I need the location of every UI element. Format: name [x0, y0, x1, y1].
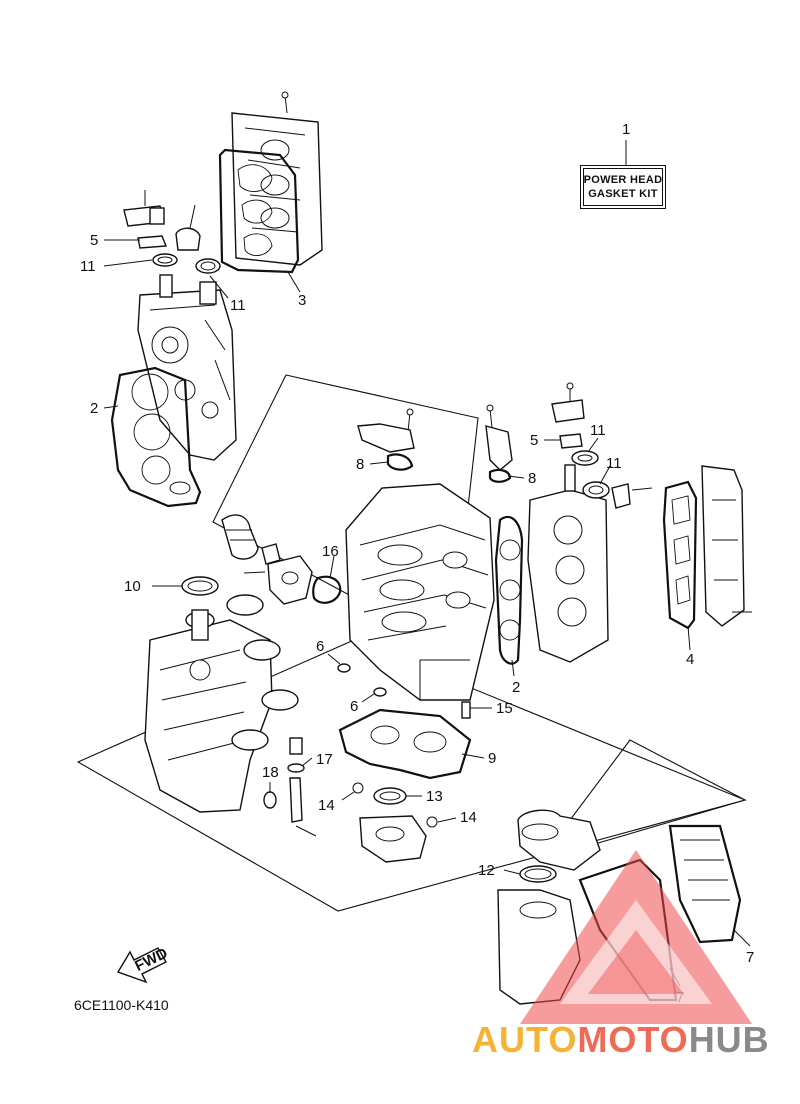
power-head-gasket-kit-label: POWER HEAD GASKET KIT	[580, 165, 666, 209]
fwd-arrow-icon: FWD	[116, 945, 171, 984]
callout-15: 15	[496, 700, 513, 717]
kit-label-line2: GASKET KIT	[588, 188, 658, 200]
watermark-moto: MOTO	[577, 1019, 689, 1060]
diagram-code: 6CE1100-K410	[74, 997, 169, 1013]
callout-11-top-right: 11	[230, 297, 246, 314]
cylinder-head-assembly-top	[218, 91, 323, 274]
oil-pipe-parts	[263, 737, 317, 837]
callout-5-left: 5	[90, 232, 98, 249]
cylinder-head-right	[527, 382, 653, 663]
callout-5-right: 5	[530, 432, 538, 449]
callout-17: 17	[316, 751, 333, 768]
head-cover-right	[701, 465, 752, 627]
callout-8-left: 8	[356, 456, 364, 473]
callout-6-upper: 6	[316, 638, 324, 655]
kit-label-line1: POWER HEAD	[583, 174, 663, 186]
callout-2-left: 2	[90, 400, 98, 417]
sensor-parts-top	[123, 190, 221, 274]
gasket-2-right	[494, 515, 524, 665]
callout-11-top-left: 11	[80, 258, 96, 275]
leader-lines	[103, 140, 751, 987]
callout-2-right: 2	[512, 679, 520, 696]
o-ring-14-left	[352, 782, 364, 794]
callout-numbers: 1 2 2 3 4 5 5 6 6 7 7 8 8 9 10 11 11 11 …	[80, 121, 754, 1006]
o-ring-14-right	[426, 816, 438, 828]
exhaust-group-frame	[538, 739, 747, 861]
gasket-16	[312, 575, 342, 604]
o-ring-6-upper	[337, 663, 351, 673]
oil-filter-and-pump	[221, 514, 342, 605]
thermostat-parts	[357, 404, 513, 483]
callout-13: 13	[426, 788, 443, 805]
callout-14-left: 14	[318, 797, 335, 814]
callout-6-lower: 6	[350, 698, 358, 715]
callout-12: 12	[478, 862, 495, 879]
callout-7-right: 7	[746, 949, 754, 966]
callout-3: 3	[298, 292, 306, 309]
gasket-9	[338, 708, 472, 780]
callout-11-low: 11	[606, 455, 622, 472]
callout-4: 4	[686, 651, 694, 668]
watermark-hub: HUB	[688, 1019, 770, 1060]
callout-9: 9	[488, 750, 496, 767]
cylinder-head-left	[110, 274, 237, 508]
watermark-automotohub: AUTOMOTOHUB	[472, 1020, 770, 1060]
crankcase-assembly	[144, 594, 299, 813]
callout-1: 1	[622, 121, 630, 138]
watermark-logo-triangle	[520, 850, 752, 1024]
fwd-label: FWD	[132, 945, 170, 975]
o-ring-6-lower	[373, 687, 387, 697]
dowel-pin-15	[461, 701, 471, 719]
callout-14-right: 14	[460, 809, 477, 826]
callout-18: 18	[262, 764, 279, 781]
callout-10: 10	[124, 578, 141, 595]
gasket-4	[662, 480, 698, 630]
callout-8-right: 8	[528, 470, 536, 487]
watermark-auto: AUTO	[472, 1019, 578, 1060]
callout-16: 16	[322, 543, 339, 560]
callout-11-mid: 11	[590, 422, 606, 439]
cylinder-block	[345, 483, 495, 701]
